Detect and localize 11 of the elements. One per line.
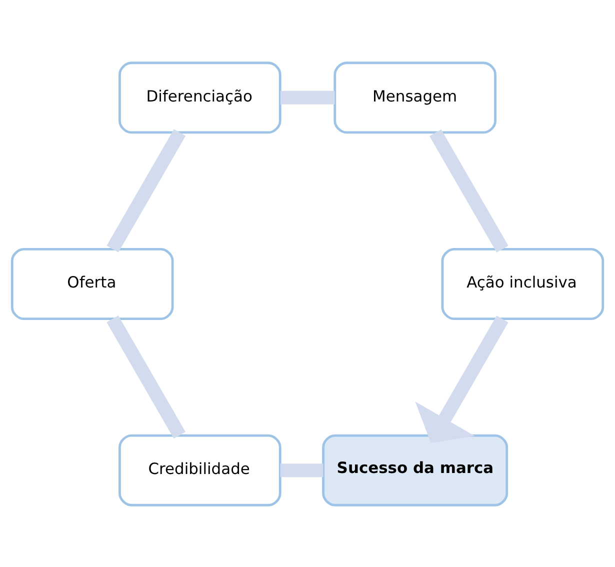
node-box: Mensagem	[334, 61, 496, 134]
node-box: Sucesso da marca	[322, 434, 508, 506]
arrow	[415, 315, 508, 443]
connector	[429, 128, 508, 252]
connector	[106, 315, 186, 438]
connector	[106, 128, 186, 252]
connector	[280, 90, 335, 104]
node-box: Credibilidade	[118, 434, 282, 506]
node-box: Ação inclusiva	[441, 248, 604, 320]
node-box: Oferta	[10, 248, 174, 320]
node-box: Diferenciação	[118, 61, 282, 134]
